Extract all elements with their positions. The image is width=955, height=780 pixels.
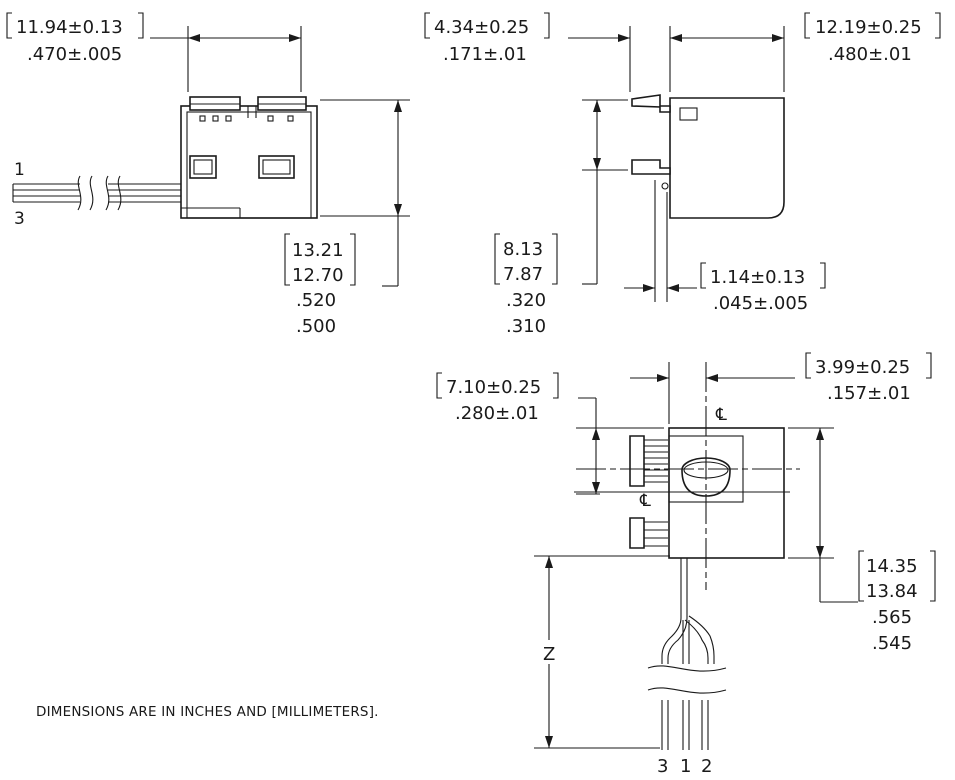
- dim-height-top-view: 13.21 12.70 .520 .500: [284, 233, 356, 337]
- svg-text:14.35: 14.35: [866, 556, 918, 577]
- dim-lead-length-z: Z: [543, 644, 555, 665]
- pin-lower: [631, 159, 671, 175]
- dim-pin-thickness: 1.14±0.13 .045±.005: [700, 262, 826, 314]
- svg-text:12.70: 12.70: [292, 265, 344, 286]
- lead-label-2: 2: [701, 756, 712, 777]
- dim-centerline-offset-front: 3.99±0.25 .157±.01: [805, 352, 932, 404]
- svg-text:.157±.01: .157±.01: [827, 383, 911, 404]
- dim-aperture-offset-front: 7.10±0.25 .280±.01: [436, 372, 559, 424]
- dim-offset-side-view: 4.34±0.25 .171±.01: [424, 12, 550, 65]
- front-view: ℄ ℄ 3 1 2 7.10±0.25: [436, 352, 936, 777]
- svg-text:13.84: 13.84: [866, 581, 918, 602]
- svg-text:13.21: 13.21: [292, 240, 344, 261]
- svg-text:.310: .310: [506, 316, 546, 337]
- dim-height-front: 14.35 13.84 .565 .545: [858, 550, 936, 654]
- svg-text:7.87: 7.87: [503, 264, 543, 285]
- svg-text:.565: .565: [872, 607, 912, 628]
- dim-width-side-view: 12.19±0.25 .480±.01: [804, 12, 941, 65]
- pin-upper: [631, 94, 671, 113]
- svg-text:7.10±0.25: 7.10±0.25: [446, 377, 541, 398]
- dim-width-top-view: 11.94±0.13 .470±.005: [6, 12, 144, 65]
- svg-text:.320: .320: [506, 290, 546, 311]
- wire-label-3: 3: [14, 209, 25, 229]
- top-view: 1 3 11.94±0.13 .470±.005: [6, 12, 410, 337]
- wire-ribbon: [12, 175, 183, 211]
- svg-text:3.99±0.25: 3.99±0.25: [815, 357, 910, 378]
- svg-text:.480±.01: .480±.01: [828, 44, 912, 65]
- svg-text:4.34±0.25: 4.34±0.25: [434, 17, 529, 38]
- svg-text:11.94±0.13: 11.94±0.13: [16, 17, 123, 38]
- wire-label-1: 1: [14, 160, 25, 180]
- svg-text:8.13: 8.13: [503, 239, 543, 260]
- svg-text:12.19±0.25: 12.19±0.25: [815, 17, 922, 38]
- units-note: DIMENSIONS ARE IN INCHES AND [MILLIMETER…: [36, 704, 379, 720]
- svg-text:.470±.005: .470±.005: [27, 44, 122, 65]
- window-right: [258, 155, 295, 179]
- svg-text:1.14±0.13: 1.14±0.13: [710, 267, 805, 288]
- stub-lower: [629, 517, 645, 549]
- centerline-symbol-vertical: ℄: [715, 405, 727, 425]
- svg-text:.045±.005: .045±.005: [713, 293, 808, 314]
- svg-text:.545: .545: [872, 633, 912, 654]
- stub-upper: [629, 435, 645, 487]
- svg-text:.500: .500: [296, 316, 336, 337]
- window-left: [189, 155, 217, 179]
- centerline-symbol-horizontal: ℄: [639, 491, 651, 511]
- dim-pin-span-side-view: 8.13 7.87 .320 .310: [494, 233, 558, 337]
- svg-text:.171±.01: .171±.01: [443, 44, 527, 65]
- housing-side-view: [669, 97, 785, 219]
- svg-text:.280±.01: .280±.01: [455, 403, 539, 424]
- housing-front-view: [668, 427, 785, 559]
- svg-text:.520: .520: [296, 290, 336, 311]
- lead-label-3: 3: [657, 756, 668, 777]
- lead-label-1: 1: [680, 756, 691, 777]
- side-view: 4.34±0.25 .171±.01 12.19±0.25 .480±.01 8…: [424, 12, 941, 337]
- leads: [647, 558, 727, 750]
